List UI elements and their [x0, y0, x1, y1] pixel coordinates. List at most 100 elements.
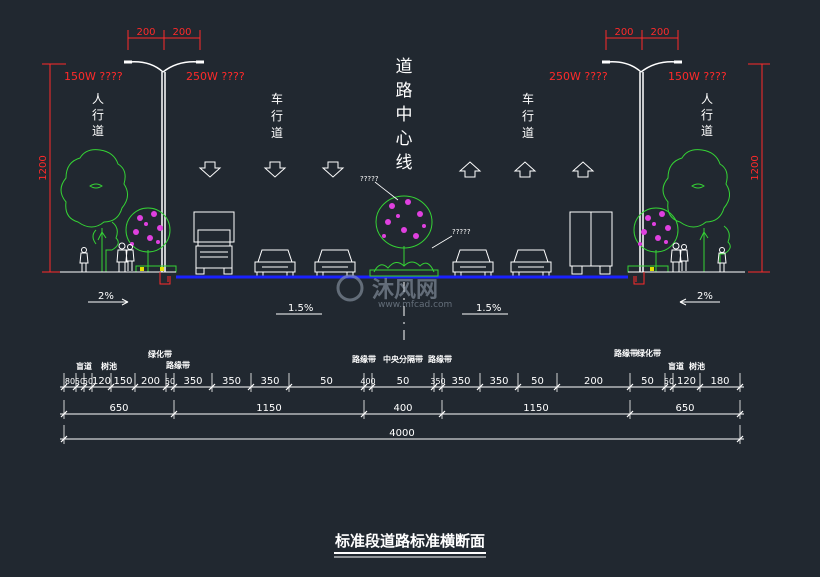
zone-label-kerb-right: 路缘带 [614, 348, 638, 358]
slope-label-road-right: 1.5% [476, 303, 501, 314]
kerb-right [633, 272, 645, 285]
dimension-value: 50 [641, 376, 654, 387]
lamp-dimension-left [42, 30, 201, 273]
dimension-value: 350 [183, 376, 202, 387]
street-lamp-left [124, 60, 204, 272]
small-tree-left-icon [92, 221, 119, 272]
centerline-char-3: 中 [396, 105, 413, 125]
dimension-value: 150 [113, 376, 132, 387]
carriageway-right-char-3: 道 [522, 126, 534, 140]
lamp-arm-dim-left-a: 200 [136, 27, 155, 38]
sidewalk-left-char-2: 行 [92, 108, 104, 122]
sidewalk-right-char-2: 行 [701, 108, 713, 122]
zone-label-tree-pool-right: 树池 [689, 361, 705, 371]
big-tree-left-icon [60, 149, 128, 272]
dimension-value: 4000 [389, 428, 414, 439]
ground-line [60, 269, 745, 285]
carriageway-left-char-1: 车 [271, 91, 283, 106]
lamp-label-left-large: 250W ???? [186, 70, 245, 83]
centerline-char-5: 线 [396, 153, 413, 173]
dimension-value: 120 [677, 376, 696, 387]
slope-label-right: 2% [697, 291, 713, 302]
zone-label-kerb-median-left: 路缘带 [352, 354, 376, 364]
flower-tree-right-icon [633, 207, 679, 272]
pedestrian-right-icon [670, 242, 727, 272]
sidewalk-right-char-3: 道 [701, 124, 713, 138]
zone-label-green-belt-right: 绿化带 [637, 348, 661, 358]
car-left-2-icon [314, 249, 356, 277]
dimension-value: 50 [664, 377, 674, 386]
truck-rear-right-icon [569, 211, 613, 275]
carriageway-right-char-1: 车 [522, 91, 534, 106]
slope-label-left: 2% [98, 291, 114, 302]
car-left-1-icon [254, 249, 296, 277]
dimension-value: 50 [531, 376, 544, 387]
dimension-value: 50 [75, 377, 85, 386]
dimension-row-2: 650 1150 400 1150 650 [60, 400, 744, 419]
zone-label-kerb-median-right: 路缘带 [428, 354, 452, 364]
dimension-value: 400 [360, 377, 375, 386]
median-tag-label: ????? [452, 228, 471, 236]
arrow-down-icon [263, 161, 287, 178]
arrow-up-icon [571, 161, 595, 178]
carriageway-right-char-2: 行 [522, 109, 534, 123]
lamp-label-right-large: 250W ???? [549, 70, 608, 83]
dimension-value: 50 [165, 377, 175, 386]
arrow-down-icon [198, 161, 222, 178]
dimension-value: 350 [260, 376, 279, 387]
tree-tag-label: ????? [360, 175, 379, 183]
watermark-text: 沐风网 [372, 278, 438, 303]
arrow-up-icon [513, 161, 537, 178]
dimension-value: 180 [710, 376, 729, 387]
car-right-2-icon [510, 249, 552, 277]
zone-label-tree-pool-left: 树池 [101, 361, 117, 371]
dimension-value: 50 [83, 377, 93, 386]
dimension-row-3: 4000 [60, 425, 744, 444]
lamp-dimension-right [605, 30, 770, 273]
car-right-1-icon [452, 249, 494, 277]
dimension-value: 1150 [256, 403, 281, 414]
pole-height-left: 1200 [38, 155, 49, 180]
dimension-value: 350 [430, 377, 445, 386]
median-strip [369, 269, 439, 277]
truck-front-left-icon [193, 211, 235, 275]
zone-label-kerb-left: 路缘带 [166, 360, 190, 370]
flower-tree-left-icon [125, 207, 171, 272]
dimension-value: 120 [92, 376, 111, 387]
centerline-char-4: 心 [396, 129, 413, 149]
flower-bed-dot [650, 267, 654, 271]
sidewalk-left-char-1: 人 [92, 92, 104, 106]
carriageway-left-char-2: 行 [271, 109, 283, 123]
dimension-value: 350 [222, 376, 241, 387]
dimension-value: 350 [489, 376, 508, 387]
dimension-value: 80 [65, 377, 75, 386]
dimension-value: 400 [393, 403, 412, 414]
dimension-value: 350 [451, 376, 470, 387]
lamp-arm-dim-right-a: 200 [614, 27, 633, 38]
small-tree-right-icon [719, 225, 731, 272]
zone-label-center-divider: 中央分隔带 [383, 354, 423, 364]
street-lamp-right [602, 60, 682, 272]
lamp-label-left-small: 150W ???? [64, 70, 123, 83]
zone-label-green-belt-left: 绿化带 [148, 349, 172, 359]
slope-arrow-icon [679, 298, 720, 306]
dimension-value: 200 [584, 376, 603, 387]
watermark-url: www.mfcad.com [378, 300, 452, 310]
dimension-value: 1150 [523, 403, 548, 414]
lamp-label-right-small: 150W ???? [668, 70, 727, 83]
centerline-char-1: 道 [396, 57, 413, 77]
dimension-value: 650 [109, 403, 128, 414]
lamp-arm-dim-right-b: 200 [650, 27, 669, 38]
pole-height-right: 1200 [750, 155, 761, 180]
flower-bed-dot [160, 267, 164, 271]
median-flower-tree-icon [373, 195, 435, 273]
slope-label-road-left: 1.5% [288, 303, 313, 314]
green-belt-right [627, 265, 669, 273]
watermark: 沐风网 www.mfcad.com [336, 274, 452, 310]
dimension-value: 50 [397, 376, 410, 387]
dimension-value: 650 [675, 403, 694, 414]
flower-bed-dot [140, 267, 144, 271]
sidewalk-right-char-1: 人 [701, 92, 713, 106]
